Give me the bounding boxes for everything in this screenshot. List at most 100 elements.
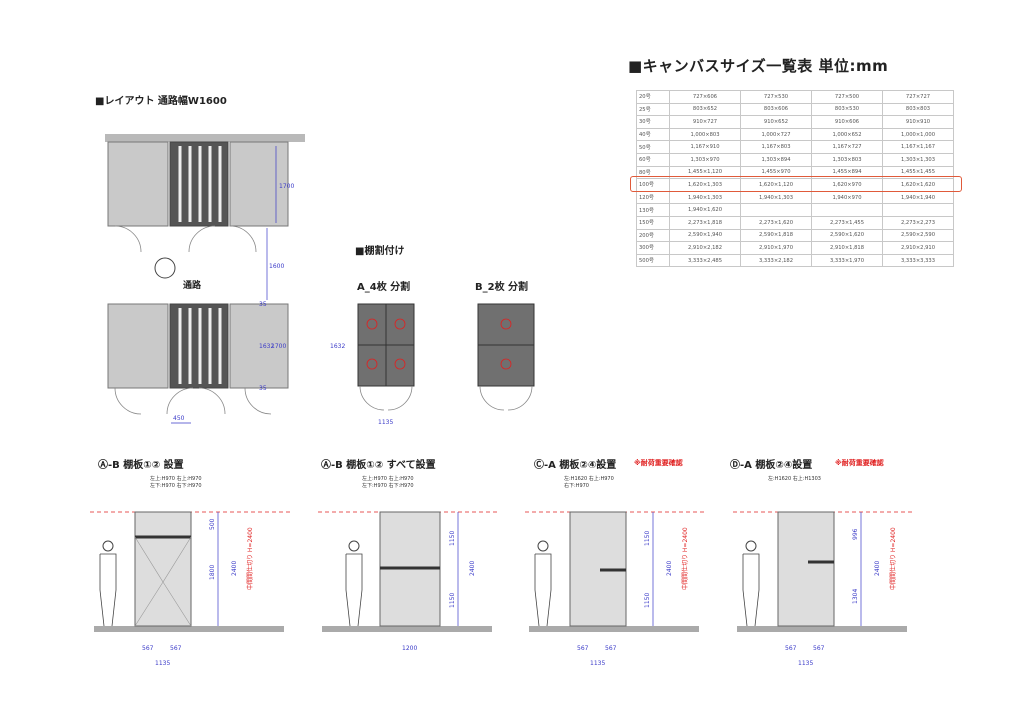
wall-top	[105, 134, 305, 142]
size-label-cell: 50号	[636, 140, 670, 154]
floor	[529, 626, 699, 632]
size-value-cell: 727×530	[740, 90, 812, 104]
person-icon	[102, 540, 114, 552]
dim-1135: 1135	[798, 660, 813, 667]
spec-line: 左上:H970 右上:H970	[362, 476, 414, 482]
dim-567-left: 567	[142, 645, 154, 652]
dim-567-left: 567	[577, 645, 589, 652]
aisle-label: 通路	[183, 281, 202, 291]
dim-1135: 1135	[155, 660, 170, 667]
elevation-3-title: Ⓒ-A 棚板②④設置	[534, 460, 617, 471]
dim-1632-a: 1632	[330, 343, 345, 350]
layout-title: ■レイアウト 通路幅W1600	[95, 96, 227, 107]
floor	[737, 626, 907, 632]
dim-1150-bottom: 1150	[449, 593, 456, 608]
floor	[94, 626, 284, 632]
size-value-cell: 727×500	[811, 90, 883, 104]
elevation-4-note: ※耐荷重要確認	[835, 459, 884, 467]
dim-500: 500	[209, 518, 216, 530]
person-icon	[348, 540, 360, 552]
spec-line: 左下:H970 右下:H970	[150, 483, 202, 489]
size-label-cell: 200号	[636, 228, 670, 243]
size-value-cell: 1,167×910	[669, 140, 741, 154]
dim-450: 450	[173, 415, 185, 422]
size-value-cell: 1,940×1,940	[882, 190, 954, 205]
size-value-cell: 1,000×727	[740, 127, 812, 142]
size-value-cell: 803×606	[740, 102, 812, 117]
size-label-cell: 25号	[636, 102, 670, 117]
size-value-cell	[882, 203, 954, 217]
size-value-cell: 910×606	[811, 115, 883, 129]
option-b-label: B_2枚 分割	[475, 282, 529, 293]
size-label-cell: 300号	[636, 241, 670, 255]
panel	[134, 511, 192, 627]
size-value-cell: 1,167×803	[740, 140, 812, 154]
elevation-4-specs: 左:H1620 右上:H1303	[768, 476, 821, 483]
person-icon	[745, 540, 757, 552]
dim-567-right: 567	[170, 645, 182, 652]
dim-1600: 1600	[269, 263, 284, 270]
spec-line: 右下:H970	[564, 483, 589, 489]
size-value-cell: 1,303×970	[669, 152, 741, 167]
person-icon	[154, 257, 176, 279]
elevation-3-note: ※耐荷重要確認	[634, 459, 683, 467]
size-value-cell: 1,000×652	[811, 127, 883, 142]
floor	[322, 626, 492, 632]
size-value-cell: 1,940×970	[811, 190, 883, 205]
dim-1632: 1632	[259, 343, 274, 350]
spec-line: 左下:H970 右下:H970	[362, 483, 414, 489]
size-value-cell: 1,940×1,620	[669, 203, 741, 217]
size-value-cell: 2,273×1,620	[740, 215, 812, 230]
size-value-cell: 1,000×803	[669, 127, 741, 142]
partition-note: 中間間仕切り H=2400	[681, 527, 689, 590]
option-b-diagram	[477, 303, 535, 411]
size-value-cell: 1,303×803	[811, 152, 883, 167]
size-label-cell: 500号	[636, 253, 670, 268]
spec-line: 左:H1620 右上:H970	[564, 476, 614, 482]
elevation-1-drawing: 500 1800 2400 中間間仕切り H=2400 567 567 1135	[90, 511, 290, 667]
size-label-cell: 40号	[636, 127, 670, 142]
layout-plan: 1700 1600 35 1632 1700 35 450	[105, 134, 305, 424]
size-label-cell: 60号	[636, 152, 670, 167]
size-label-cell: 120号	[636, 190, 670, 205]
size-value-cell: 1,167×727	[811, 140, 883, 154]
dim-1700-top: 1700	[279, 183, 294, 190]
spec-line: 左上:H970 右上:H970	[150, 476, 202, 482]
dim-567-right: 567	[813, 645, 825, 652]
size-value-cell: 2,910×2,182	[669, 241, 741, 255]
dim-1200: 1200	[402, 645, 417, 652]
dim-1135: 1135	[590, 660, 605, 667]
partition-note: 中間間仕切り H=2400	[889, 527, 897, 590]
elevation-4-drawing: 996 1304 2400 中間間仕切り H=2400 567 567 1135	[733, 511, 913, 667]
size-value-cell: 910×727	[669, 115, 741, 129]
size-label-cell: 20号	[636, 90, 670, 104]
size-value-cell: 727×727	[882, 90, 954, 104]
dim-1150-bottom: 1150	[644, 593, 651, 608]
size-value-cell: 1,167×1,167	[882, 140, 954, 154]
size-value-cell: 1,940×1,303	[740, 190, 812, 205]
size-value-cell: 2,590×1,818	[740, 228, 812, 243]
size-value-cell: 3,333×1,970	[811, 253, 883, 268]
shelf-panel-right-2	[229, 303, 289, 389]
size-value-cell: 3,333×3,333	[882, 253, 954, 268]
dim-2400: 2400	[874, 561, 881, 576]
elevation-3-drawing: 1150 1150 2400 中間間仕切り H=2400 567 567 113…	[525, 511, 705, 667]
size-value-cell: 2,910×2,910	[882, 241, 954, 255]
size-value-cell: 3,333×2,182	[740, 253, 812, 268]
size-value-cell: 2,590×2,590	[882, 228, 954, 243]
shelf-title: ■棚割付け	[355, 246, 405, 257]
canvas-size-title: ■キャンバスサイズ一覧表 単位:mm	[628, 57, 889, 75]
size-label-cell: 150号	[636, 215, 670, 230]
size-value-cell: 2,910×1,818	[811, 241, 883, 255]
